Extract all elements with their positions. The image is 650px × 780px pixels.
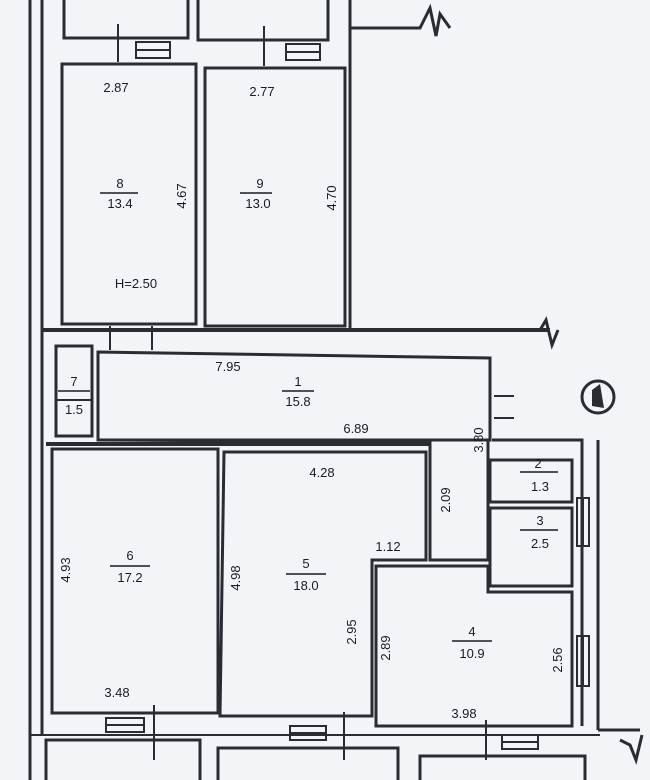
dim-r8-length: 4.67 xyxy=(174,183,189,208)
dim-r4-width: 3.98 xyxy=(451,706,476,721)
room-8-number: 8 xyxy=(116,176,123,191)
dim-r9-length: 4.70 xyxy=(324,185,339,210)
dimension-labels: 2.87 4.67 2.77 4.70 7.95 6.89 3.80 4.28 … xyxy=(58,80,565,721)
room-7-area: 1.5 xyxy=(65,402,83,417)
compass-icon xyxy=(580,379,616,415)
room-8-height: H=2.50 xyxy=(115,276,157,291)
windows xyxy=(105,41,590,750)
room-5-number: 5 xyxy=(302,556,309,571)
dim-corridor: 2.09 xyxy=(438,487,453,512)
door-marks xyxy=(109,24,572,760)
room-5-area: 18.0 xyxy=(293,578,318,593)
fraction-lines xyxy=(58,192,558,642)
room-1-area: 15.8 xyxy=(285,394,310,409)
room-labels: 8 13.4 H=2.50 9 13.0 1 15.8 7 1.5 6 17.2… xyxy=(65,176,549,661)
room-4-area: 10.9 xyxy=(459,646,484,661)
dim-r6-width: 3.48 xyxy=(104,685,129,700)
dim-r9-width: 2.77 xyxy=(249,84,274,99)
room-7-number: 7 xyxy=(70,374,77,389)
room-2-number: 2 xyxy=(534,456,541,471)
dim-r4-left: 2.89 xyxy=(378,635,393,660)
room-8-area: 13.4 xyxy=(107,196,132,211)
dim-r5-notch: 1.12 xyxy=(375,539,400,554)
dim-r1-right: 3.80 xyxy=(471,427,486,452)
room-4-number: 4 xyxy=(468,624,475,639)
dim-r6-length: 4.93 xyxy=(58,557,73,582)
dim-r5-length: 4.98 xyxy=(228,565,243,590)
room-6-number: 6 xyxy=(126,548,133,563)
room-6-area: 17.2 xyxy=(117,570,142,585)
room-3-number: 3 xyxy=(536,513,543,528)
dim-r5-right: 2.95 xyxy=(344,619,359,644)
room-3-area: 2.5 xyxy=(531,536,549,551)
room-9-number: 9 xyxy=(256,176,263,191)
dim-r1-width: 7.95 xyxy=(215,359,240,374)
room-2-area: 1.3 xyxy=(531,479,549,494)
dim-r8-width: 2.87 xyxy=(103,80,128,95)
dim-r1-inner: 6.89 xyxy=(343,421,368,436)
room-9-area: 13.0 xyxy=(245,196,270,211)
dim-r4-right: 2.56 xyxy=(550,647,565,672)
walls xyxy=(28,0,644,780)
dim-r5-width: 4.28 xyxy=(309,465,334,480)
room-1-number: 1 xyxy=(294,374,301,389)
